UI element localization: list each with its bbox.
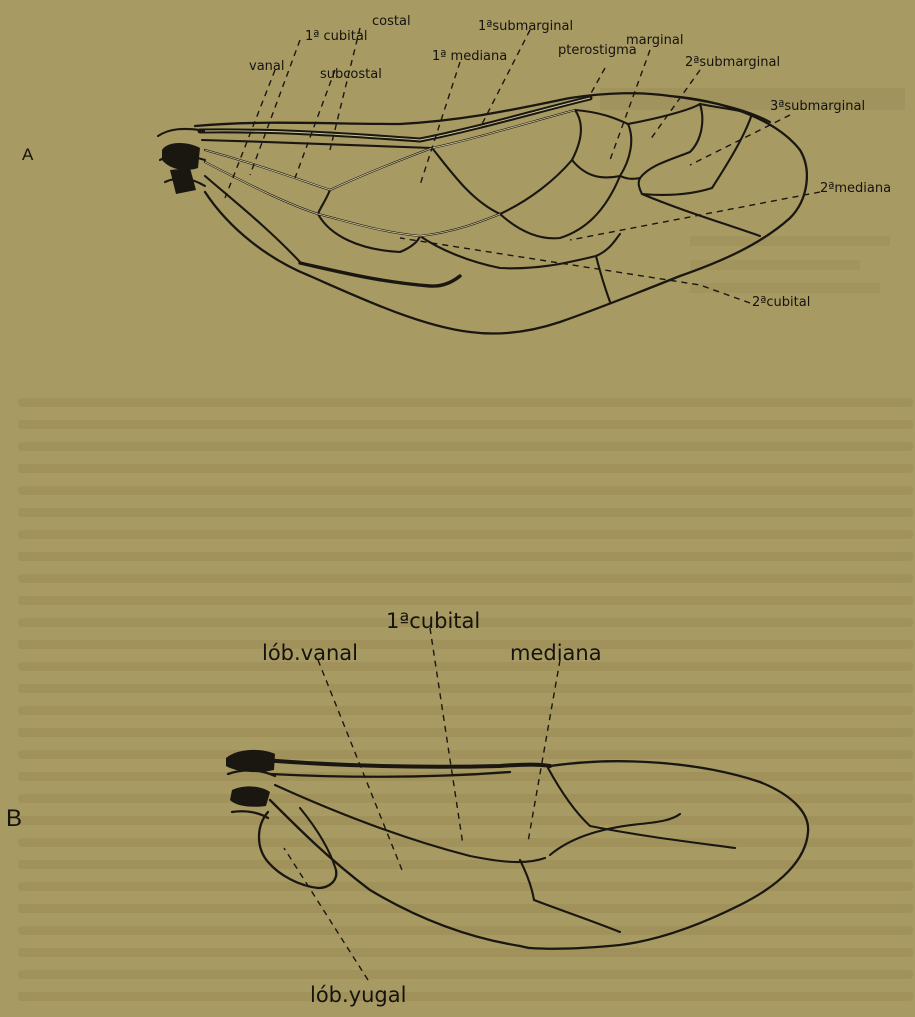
panel-letter-a: A bbox=[22, 145, 34, 164]
label-a-submarginal-2: 2ªsubmarginal bbox=[685, 55, 780, 70]
leader-a-marginal bbox=[610, 50, 650, 160]
wing-a-cubital-vein bbox=[205, 162, 500, 236]
wing-a-basal-cell-front bbox=[318, 190, 330, 214]
wing-b-radial-vein bbox=[548, 768, 735, 848]
wing-a-submarginal-cell-1 bbox=[572, 110, 631, 177]
leader-a-mediana-1 bbox=[420, 62, 460, 185]
label-a-submarginal-3: 3ªsubmarginal bbox=[770, 99, 865, 114]
wing-b-medial-vein bbox=[550, 814, 680, 855]
label-a-subcostal: subcostal bbox=[320, 67, 382, 82]
label-a-costal: costal bbox=[372, 14, 411, 29]
wing-a-base-sclerite bbox=[162, 143, 200, 194]
wing-b-subcostal-vein bbox=[270, 772, 510, 777]
label-b-lob-vanal: lób.vanal bbox=[262, 641, 358, 665]
label-a-submarginal-1: 1ªsubmarginal bbox=[478, 19, 573, 34]
leader-b-mediana bbox=[528, 660, 560, 842]
wing-b-vanal-margin bbox=[270, 800, 530, 948]
label-b-lob-yugal: lób.yugal bbox=[310, 983, 406, 1007]
wing-a-submarginal-cell-2 bbox=[620, 104, 702, 179]
wing-b-hind-cubital bbox=[534, 900, 620, 932]
figure-a: A 1ª cubital costal 1ªsubmarginal vanal … bbox=[22, 14, 891, 334]
panel-letter-b: B bbox=[6, 805, 22, 832]
label-b-mediana: mediana bbox=[510, 641, 602, 665]
wing-a-discal-cell bbox=[500, 176, 620, 238]
label-a-mediana-2: 2ªmediana bbox=[820, 181, 891, 196]
label-a-cubital-1: 1ª cubital bbox=[305, 29, 367, 44]
leader-a-submarginal-3 bbox=[690, 115, 790, 165]
wing-a-cubital-cell bbox=[420, 234, 620, 268]
wing-a-basal-cell-hind bbox=[318, 214, 420, 252]
wing-b-costal-vein bbox=[262, 760, 550, 767]
label-a-mediana-1: 1ª mediana bbox=[432, 49, 507, 64]
wing-a-leading-edge bbox=[195, 93, 670, 126]
wing-a-medial-cell bbox=[432, 110, 581, 214]
wing-a-subcostal-vein bbox=[202, 140, 432, 148]
leader-a-submarginal-2 bbox=[650, 70, 700, 140]
wing-b-jugal-lobe bbox=[259, 812, 336, 888]
label-a-marginal: marginal bbox=[626, 33, 683, 48]
wing-b-cu-crossvein bbox=[520, 860, 534, 900]
wing-a-vein-core bbox=[205, 110, 575, 236]
wing-b-cubital-vein bbox=[275, 785, 545, 862]
figure-b: B 1ªcubital lób.vanal mediana lób.yugal bbox=[6, 609, 808, 1007]
leader-b-lob-yugal bbox=[284, 848, 368, 980]
wing-b-vanal-fold bbox=[300, 808, 336, 870]
wing-a-costal-vein bbox=[200, 98, 590, 140]
wing-b-anterior-margin bbox=[530, 761, 808, 949]
label-b-cubital-1: 1ªcubital bbox=[386, 609, 480, 633]
leader-a-costal bbox=[330, 28, 360, 150]
label-a-cubital-2: 2ªcubital bbox=[752, 295, 810, 310]
wing-a-second-cubital bbox=[596, 256, 610, 302]
leader-a-pterostigma bbox=[590, 68, 605, 95]
wing-a-anal-vein bbox=[205, 176, 300, 262]
label-a-pterostigma: pterostigma bbox=[558, 43, 637, 58]
label-a-vanal: vanal bbox=[249, 59, 284, 74]
leader-b-cubital-1 bbox=[430, 628, 463, 845]
